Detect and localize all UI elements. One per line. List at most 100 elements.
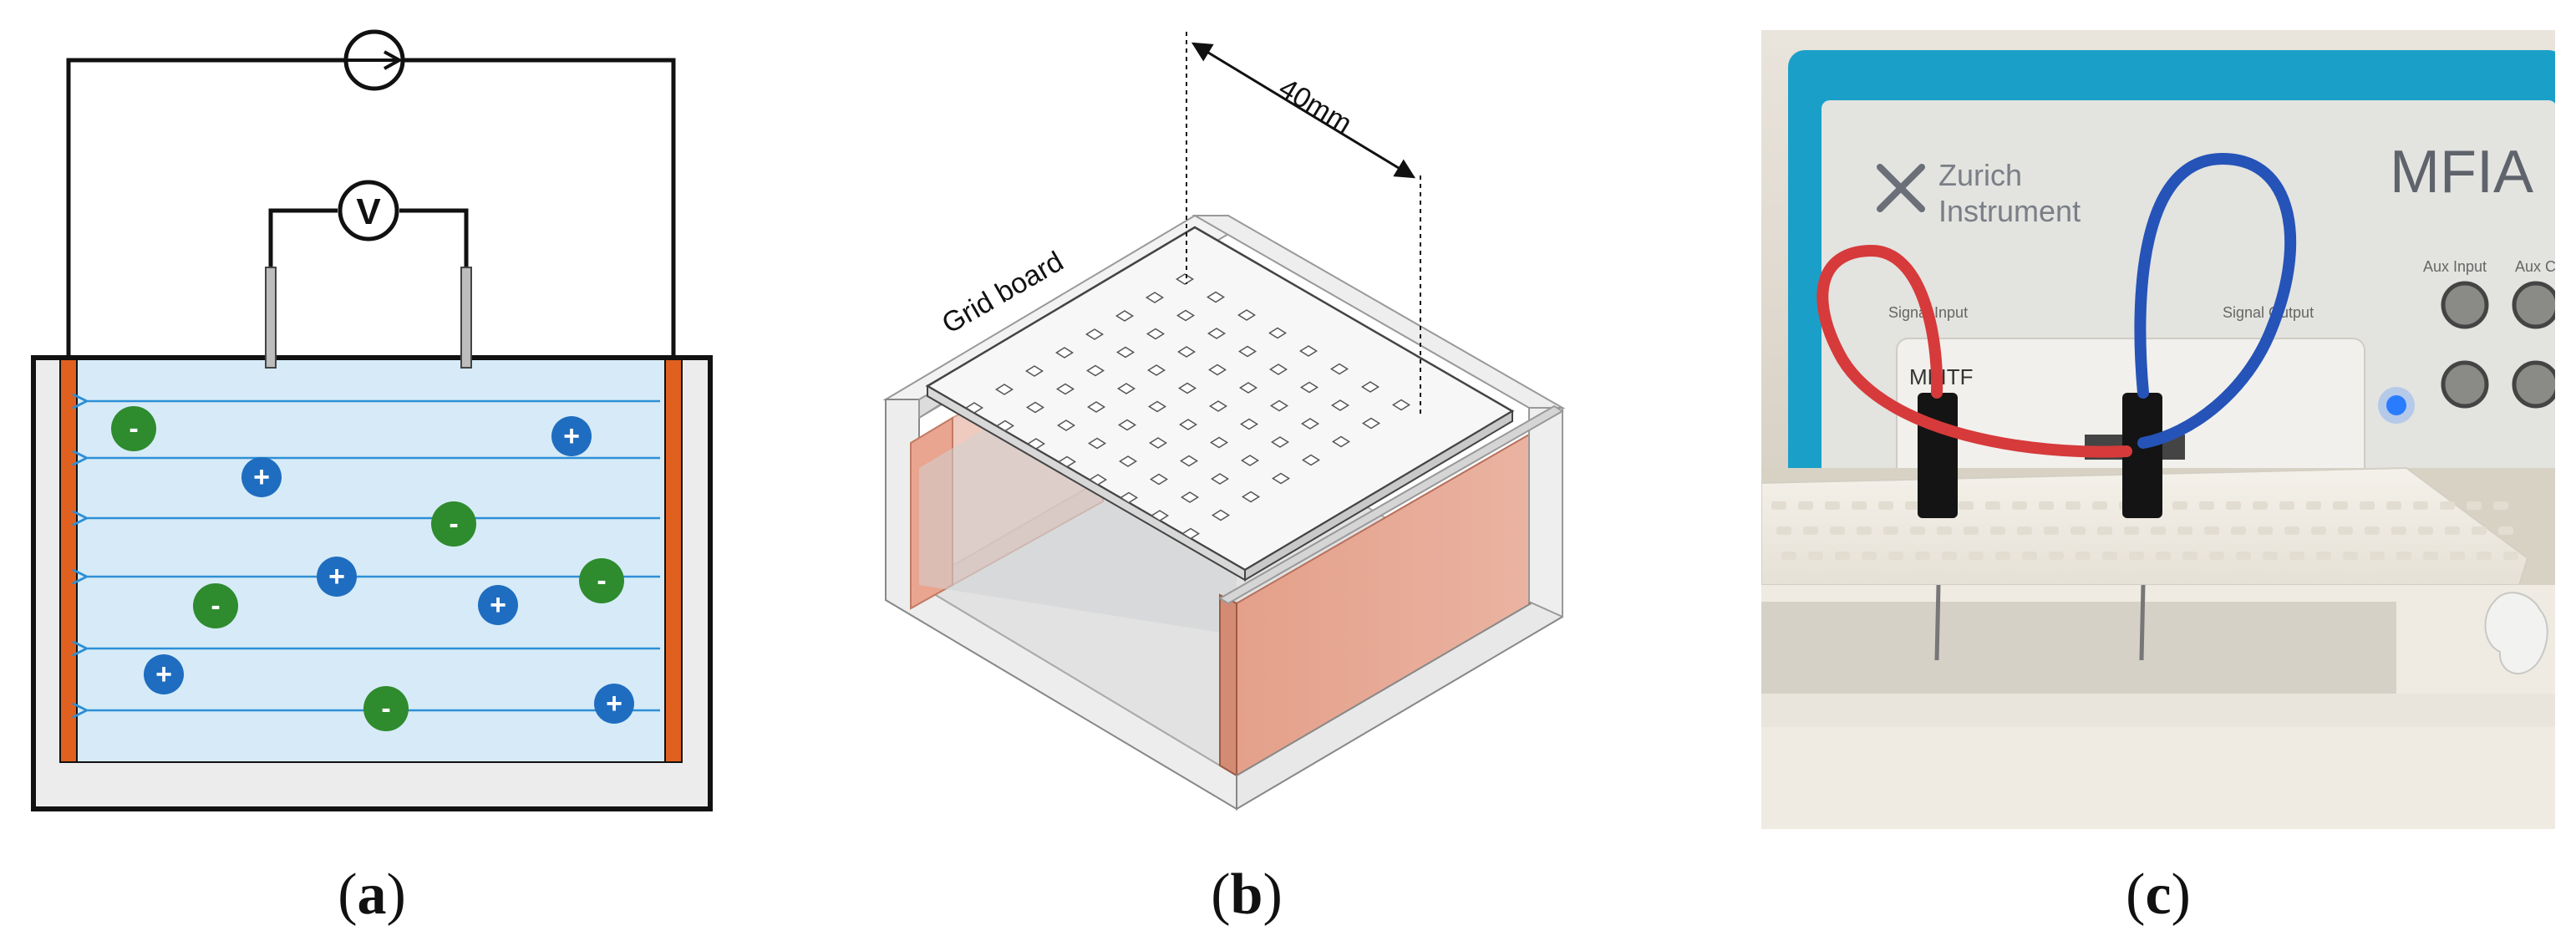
grid-hole <box>1150 510 1170 521</box>
printed-hole <box>2172 501 2187 510</box>
printed-hole <box>1910 526 1925 535</box>
grid-hole <box>1331 435 1351 448</box>
grid-hole <box>1271 472 1291 485</box>
grid-hole <box>1176 346 1197 358</box>
svg-text:-: - <box>381 693 390 725</box>
positive-ion-5: + <box>317 557 357 597</box>
negative-ion-4: - <box>431 501 476 547</box>
grid-hole <box>1207 328 1227 339</box>
printed-hole <box>2231 526 2246 535</box>
status-led-glow <box>2378 387 2415 424</box>
grid-hole <box>1057 455 1077 468</box>
printed-hole <box>2284 526 2299 535</box>
printed-hole <box>2156 552 2171 560</box>
printed-hole <box>2070 526 2086 535</box>
black-connector-left <box>1918 393 1958 518</box>
grid-hole <box>1330 399 1350 411</box>
grid-hole <box>1211 509 1231 521</box>
printed-hole <box>2445 526 2460 535</box>
ions: -++-+--++-+ <box>111 406 634 731</box>
dimension-label: 40mm <box>1273 72 1358 140</box>
grid-hole <box>1175 273 1195 285</box>
printed-hole <box>2092 501 2107 510</box>
printed-hole <box>2012 501 2027 510</box>
grid-hole <box>1206 291 1226 303</box>
grid-hole <box>1208 400 1228 412</box>
printed-hole <box>2263 552 2278 560</box>
printed-hole <box>1905 501 1920 510</box>
svg-text:-: - <box>211 590 220 622</box>
printed-hole <box>1878 501 1893 510</box>
tank-opening <box>1761 602 2396 694</box>
model-label: MFIA <box>2390 139 2533 206</box>
printed-hole <box>2151 526 2166 535</box>
printed-hole <box>2472 526 2487 535</box>
aux-output-label: Aux C <box>2515 258 2556 275</box>
printed-hole <box>2418 526 2433 535</box>
printed-hole <box>2049 552 2064 560</box>
printed-hole <box>1862 552 1877 560</box>
printed-hole <box>1781 552 1796 560</box>
svg-text:(c): (c) <box>2126 862 2191 927</box>
outer-circuit-wire <box>66 58 349 359</box>
grid-hole <box>1299 381 1319 394</box>
brand-line1: Zurich <box>1938 158 2022 192</box>
positive-ion-8: + <box>478 585 518 625</box>
printed-hole <box>1964 526 1979 535</box>
grid-hole <box>1147 400 1167 413</box>
grid-hole <box>1146 364 1166 376</box>
printed-hole <box>2477 552 2492 560</box>
grid-hole <box>1301 454 1321 466</box>
bnc-connector-4 <box>2512 360 2555 409</box>
printed-hole <box>1771 501 1786 510</box>
grid-hole <box>1237 309 1257 321</box>
printed-hole <box>2423 552 2438 560</box>
grid-hole <box>1148 437 1168 449</box>
printed-hole <box>2396 552 2411 560</box>
printed-hole <box>2333 501 2348 510</box>
grid-hole <box>994 384 1014 395</box>
grid-hole <box>1241 491 1261 503</box>
grid-hole <box>1056 420 1076 431</box>
grid-hole <box>1237 345 1258 358</box>
printed-hole <box>2338 526 2353 535</box>
printed-hole <box>2279 501 2294 510</box>
printed-hole <box>2017 526 2032 535</box>
printed-hole <box>2370 552 2385 560</box>
printed-hole <box>2044 526 2059 535</box>
status-led-icon <box>2386 395 2406 415</box>
svg-text:-: - <box>597 565 606 597</box>
positive-ion-2: + <box>551 416 592 456</box>
printed-hole <box>2365 526 2380 535</box>
printed-hole <box>1990 526 2005 535</box>
tank-right-end <box>1528 407 1563 618</box>
brand-line2: Instrument <box>1938 194 2081 228</box>
pin-right <box>2139 584 2146 661</box>
printed-hole <box>2177 526 2192 535</box>
panel-c-photo: Zurich Instrument MFIA Signal Input Sign… <box>1761 30 2556 829</box>
printed-hole <box>1830 526 1845 535</box>
grid-hole <box>1210 473 1230 485</box>
grid-hole <box>1238 382 1258 394</box>
outer-circuit-wire-right <box>399 58 676 359</box>
printed-hole <box>1825 501 1840 510</box>
printed-hole <box>1959 501 1974 510</box>
grid-hole <box>1300 418 1320 430</box>
printed-hole <box>2498 526 2513 535</box>
grid-hole <box>1145 292 1165 303</box>
bnc-connector-3 <box>2441 360 2489 409</box>
printed-hole <box>2199 501 2214 510</box>
grid-hole <box>1088 474 1108 486</box>
printed-hole <box>2065 501 2081 510</box>
grid-board-holes <box>964 273 1411 540</box>
grid-hole <box>1115 346 1136 359</box>
printed-hole <box>2440 501 2455 510</box>
grid-hole <box>1181 527 1201 540</box>
negative-ion-7: - <box>193 583 238 628</box>
grid-hole <box>1085 364 1105 377</box>
printed-hole <box>1937 526 1952 535</box>
grid-hole <box>1269 399 1289 412</box>
zurich-instruments-logo-icon <box>1877 164 1925 212</box>
grid-hole <box>1240 455 1260 466</box>
